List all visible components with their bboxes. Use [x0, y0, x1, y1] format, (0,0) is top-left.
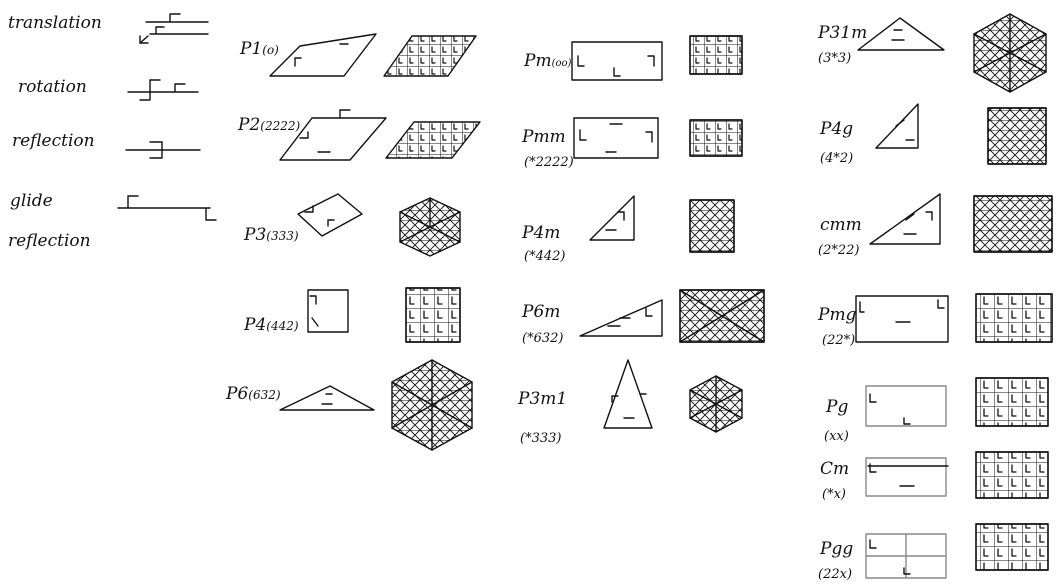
glide-reflection-symbol-icon	[118, 196, 216, 220]
p31m-tiling-shape	[974, 14, 1046, 92]
p4m-tiling-shape	[690, 200, 734, 252]
p3-cell-shape	[298, 194, 362, 236]
translation-symbol-icon	[140, 14, 208, 43]
pgg-cell-shape	[866, 534, 946, 578]
p3-tiling-shape	[400, 198, 460, 256]
p1-cell-shape	[270, 34, 376, 76]
pmm-cell-shape	[574, 118, 658, 158]
reflection-symbol-icon	[126, 142, 200, 158]
pmg-cell-shape	[856, 296, 948, 342]
cm-tiling-shape	[976, 452, 1048, 498]
p4-cell-shape	[308, 290, 348, 332]
p3m1-tiling-shape	[690, 376, 742, 432]
p4m-cell-shape	[590, 196, 634, 240]
pg-cell-shape	[866, 386, 946, 426]
p2-cell-shape	[280, 110, 386, 160]
cmm-tiling-shape	[974, 196, 1052, 252]
p4g-tiling-shape	[988, 108, 1046, 164]
pm-tiling-shape	[690, 36, 742, 74]
pgg-tiling-shape	[976, 524, 1048, 570]
p6-tiling-shape	[392, 360, 472, 450]
p6m-cell-shape	[580, 300, 662, 336]
pg-tiling-shape	[976, 378, 1048, 426]
p6m-tiling-shape	[680, 290, 764, 342]
p3m1-cell-shape	[604, 360, 652, 428]
p4g-cell-shape	[876, 104, 918, 148]
p31m-cell-shape	[858, 18, 944, 50]
p1-tiling-shape	[384, 36, 476, 76]
pmg-tiling-shape	[976, 294, 1052, 342]
pmm-tiling-shape	[690, 120, 742, 156]
pm-cell-shape	[572, 42, 662, 80]
p6-cell-shape	[280, 386, 374, 410]
cm-cell-shape	[866, 458, 948, 496]
rotation-symbol-icon	[128, 80, 198, 100]
p4-tiling-shape	[406, 288, 460, 342]
p2-tiling-shape	[386, 122, 480, 158]
cmm-cell-shape	[870, 194, 940, 244]
